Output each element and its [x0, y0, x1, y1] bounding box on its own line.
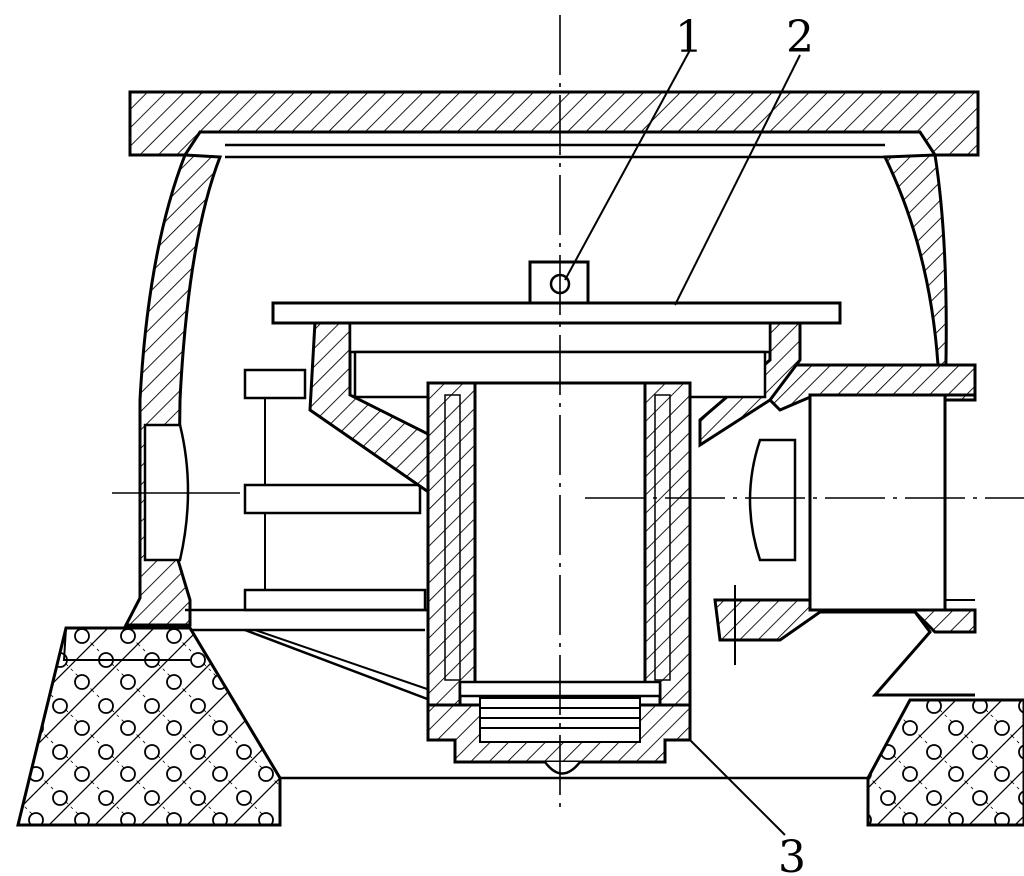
bottom-strainer	[426, 697, 692, 775]
center-lines	[112, 15, 1024, 815]
lifting-lug	[528, 260, 590, 305]
body-left-wall	[123, 153, 223, 627]
callout-label-1: 1	[675, 12, 703, 63]
foundation-right	[866, 698, 1024, 827]
callout-label-3: 3	[778, 832, 806, 876]
callout-labels: 1 2 3	[675, 12, 814, 876]
center-sleeve	[426, 381, 692, 707]
callout-label-2: 2	[786, 12, 814, 63]
top-flange	[128, 90, 980, 159]
left-inlet-ribs	[185, 368, 868, 780]
body-right-wall	[882, 153, 977, 402]
foundation-left	[16, 626, 282, 827]
outlet-pipe	[713, 363, 977, 697]
leader-lines	[564, 49, 801, 836]
cover-plate	[271, 301, 842, 325]
